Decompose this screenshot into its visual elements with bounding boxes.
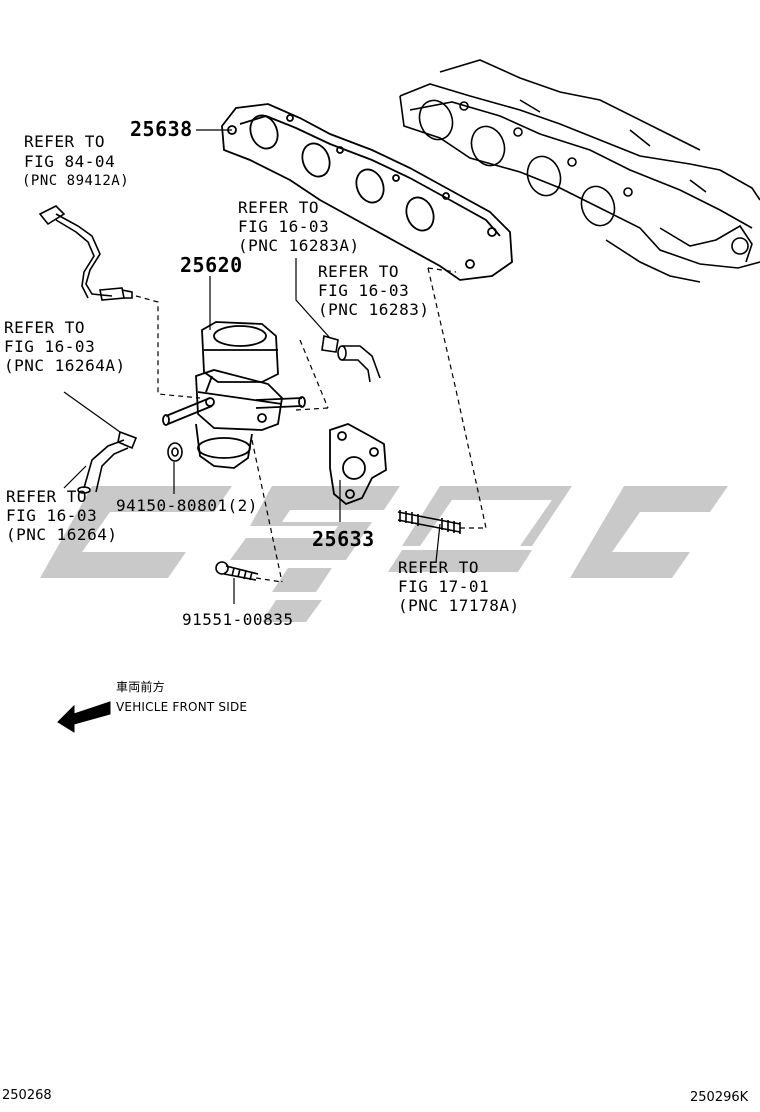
- reference-89412a-line1: REFER TO: [24, 132, 106, 151]
- reference-16264-line1: REFER TO: [6, 487, 88, 506]
- part-number-25638: 25638: [130, 117, 193, 141]
- footer-right-code: 250296K: [690, 1090, 749, 1105]
- water-hose-right-drawing: [321, 334, 381, 383]
- reference-17178a-line2: FIG 17-01: [398, 577, 490, 596]
- exhaust-manifold-drawing: [399, 59, 760, 283]
- egr-gasket-drawing: [329, 423, 387, 506]
- nut-drawing: [167, 442, 183, 462]
- reference-16283a-line2: FIG 16-03: [238, 217, 330, 236]
- part-number-25633: 25633: [312, 527, 375, 551]
- reference-16264a-line3: (PNC 16264A): [4, 356, 126, 375]
- reference-16283a-line1: REFER TO: [238, 198, 320, 217]
- reference-89412a-line3: (PNC 89412A): [22, 173, 130, 189]
- part-number-nut: 94150-80801(2): [116, 496, 258, 515]
- reference-16264-line3: (PNC 16264): [6, 525, 118, 544]
- reference-17178a-line1: REFER TO: [398, 558, 480, 577]
- assembly-dashed-lines: [135, 267, 487, 583]
- arrow-left-icon: [57, 701, 111, 733]
- water-hose-left-drawing: [77, 430, 138, 494]
- reference-16283-line3: (PNC 16283): [318, 300, 430, 319]
- manifold-gasket-drawing: [221, 103, 513, 281]
- reference-17178a-line3: (PNC 17178A): [398, 596, 520, 615]
- part-number-bolt: 91551-00835: [182, 610, 294, 629]
- reference-16264a-line2: FIG 16-03: [4, 337, 96, 356]
- reference-16264-line2: FIG 16-03: [6, 506, 98, 525]
- bolt-drawing: [215, 561, 259, 581]
- vehicle-front-english: VEHICLE FRONT SIDE: [116, 700, 248, 714]
- reference-16264a-line1: REFER TO: [4, 318, 86, 337]
- leader-lines: [63, 129, 441, 604]
- reference-16283a-line3: (PNC 16283A): [238, 236, 360, 255]
- vehicle-front-japanese: 車両前方: [116, 680, 165, 694]
- reference-16283-line1: REFER TO: [318, 262, 400, 281]
- watermark-logo: [40, 486, 728, 622]
- reference-89412a-line2: FIG 84-04: [24, 152, 116, 171]
- footer-left-code: 250268: [2, 1088, 52, 1103]
- egr-valve-drawing: [162, 321, 306, 469]
- oxygen-sensor-drawing: [38, 205, 133, 301]
- stud-bolt-drawing: [397, 510, 461, 534]
- reference-16283-line2: FIG 16-03: [318, 281, 410, 300]
- part-number-25620: 25620: [180, 253, 243, 277]
